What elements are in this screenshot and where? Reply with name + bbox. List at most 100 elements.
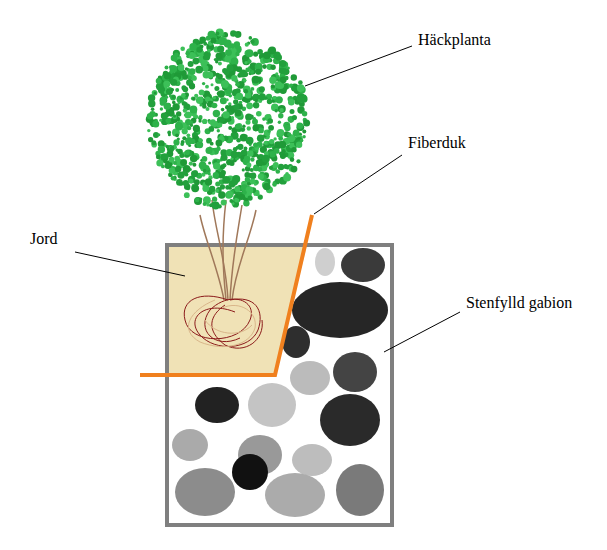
leaf <box>249 114 254 119</box>
leaf <box>198 119 201 122</box>
leaf <box>203 169 207 173</box>
leaf <box>175 88 179 92</box>
leaf <box>221 154 228 161</box>
leaf <box>221 108 225 112</box>
leaf <box>264 141 268 145</box>
leaf <box>297 95 304 102</box>
leaf <box>206 72 213 79</box>
leaf <box>240 127 245 132</box>
leaf <box>278 121 281 124</box>
leaf <box>213 96 219 102</box>
roots-light <box>188 300 255 347</box>
leaf <box>267 99 272 104</box>
leaf <box>278 113 283 118</box>
leaf <box>217 74 223 80</box>
leaf <box>255 99 258 102</box>
leaf <box>279 61 283 65</box>
leaf <box>169 65 177 73</box>
leaf <box>207 49 211 53</box>
leaf <box>292 115 297 120</box>
leaf <box>182 136 186 140</box>
leaf <box>231 116 234 119</box>
leaf <box>221 200 227 206</box>
leaf <box>276 96 283 103</box>
leaf <box>190 139 195 144</box>
leaf <box>216 52 223 59</box>
leaf <box>217 116 224 123</box>
leaf <box>298 80 303 85</box>
leaf <box>205 85 209 89</box>
leaf <box>208 120 212 124</box>
leaf <box>164 103 171 110</box>
leaf <box>258 167 263 172</box>
leaf <box>212 197 217 202</box>
leaf <box>191 96 195 100</box>
leaf <box>291 86 297 92</box>
leaf <box>256 154 259 157</box>
leaf <box>157 133 160 136</box>
leaf <box>247 126 251 130</box>
leaf <box>173 161 177 165</box>
leaf <box>290 109 295 114</box>
leaf <box>156 155 161 160</box>
plant-stems <box>200 200 256 300</box>
leaf <box>227 191 234 198</box>
leaf <box>170 95 176 101</box>
leaf <box>235 194 239 198</box>
leaf <box>220 184 225 189</box>
leaf <box>245 43 249 47</box>
leaf <box>242 168 245 171</box>
leaf <box>185 112 192 119</box>
leaf <box>173 115 176 118</box>
leaf <box>176 179 183 186</box>
leaf <box>253 142 258 147</box>
leaf <box>217 159 221 163</box>
leaf <box>176 148 180 152</box>
leaf <box>231 75 237 81</box>
part-label: Jord <box>28 230 60 248</box>
leaf <box>262 64 267 69</box>
leaf <box>196 141 203 148</box>
leaf <box>302 135 305 138</box>
leaf <box>208 161 211 164</box>
leaf <box>152 121 159 128</box>
leaf <box>160 107 163 110</box>
leaf <box>236 93 243 100</box>
leaf <box>278 105 286 113</box>
leaf <box>189 43 197 51</box>
leaf <box>235 187 239 191</box>
leaf <box>202 104 207 109</box>
leaf <box>257 134 265 142</box>
leaf <box>178 101 181 104</box>
leaf <box>259 86 265 92</box>
leaf <box>147 129 150 132</box>
leaf <box>234 186 240 192</box>
leaf <box>206 147 213 154</box>
leaf <box>216 140 223 147</box>
leaf <box>283 174 291 182</box>
leaf <box>256 64 260 68</box>
leaf <box>296 159 300 163</box>
leaf <box>247 150 253 156</box>
leaf <box>245 49 253 57</box>
leaf <box>279 75 286 82</box>
leaf <box>195 66 203 74</box>
leaf <box>214 86 219 91</box>
leaf <box>279 108 283 112</box>
leaf <box>283 164 288 169</box>
leaf <box>174 53 179 58</box>
leaf <box>189 83 195 89</box>
leaf <box>198 115 202 119</box>
leaf <box>188 178 193 183</box>
leaf <box>246 120 251 125</box>
leaf <box>235 124 241 130</box>
leaf <box>185 51 190 56</box>
fiber-cloth <box>140 215 312 375</box>
leaf <box>251 38 259 46</box>
leaf <box>246 137 254 145</box>
leaf <box>199 198 202 201</box>
leaf <box>239 101 243 105</box>
leaf <box>290 157 295 162</box>
leaf <box>250 168 254 172</box>
